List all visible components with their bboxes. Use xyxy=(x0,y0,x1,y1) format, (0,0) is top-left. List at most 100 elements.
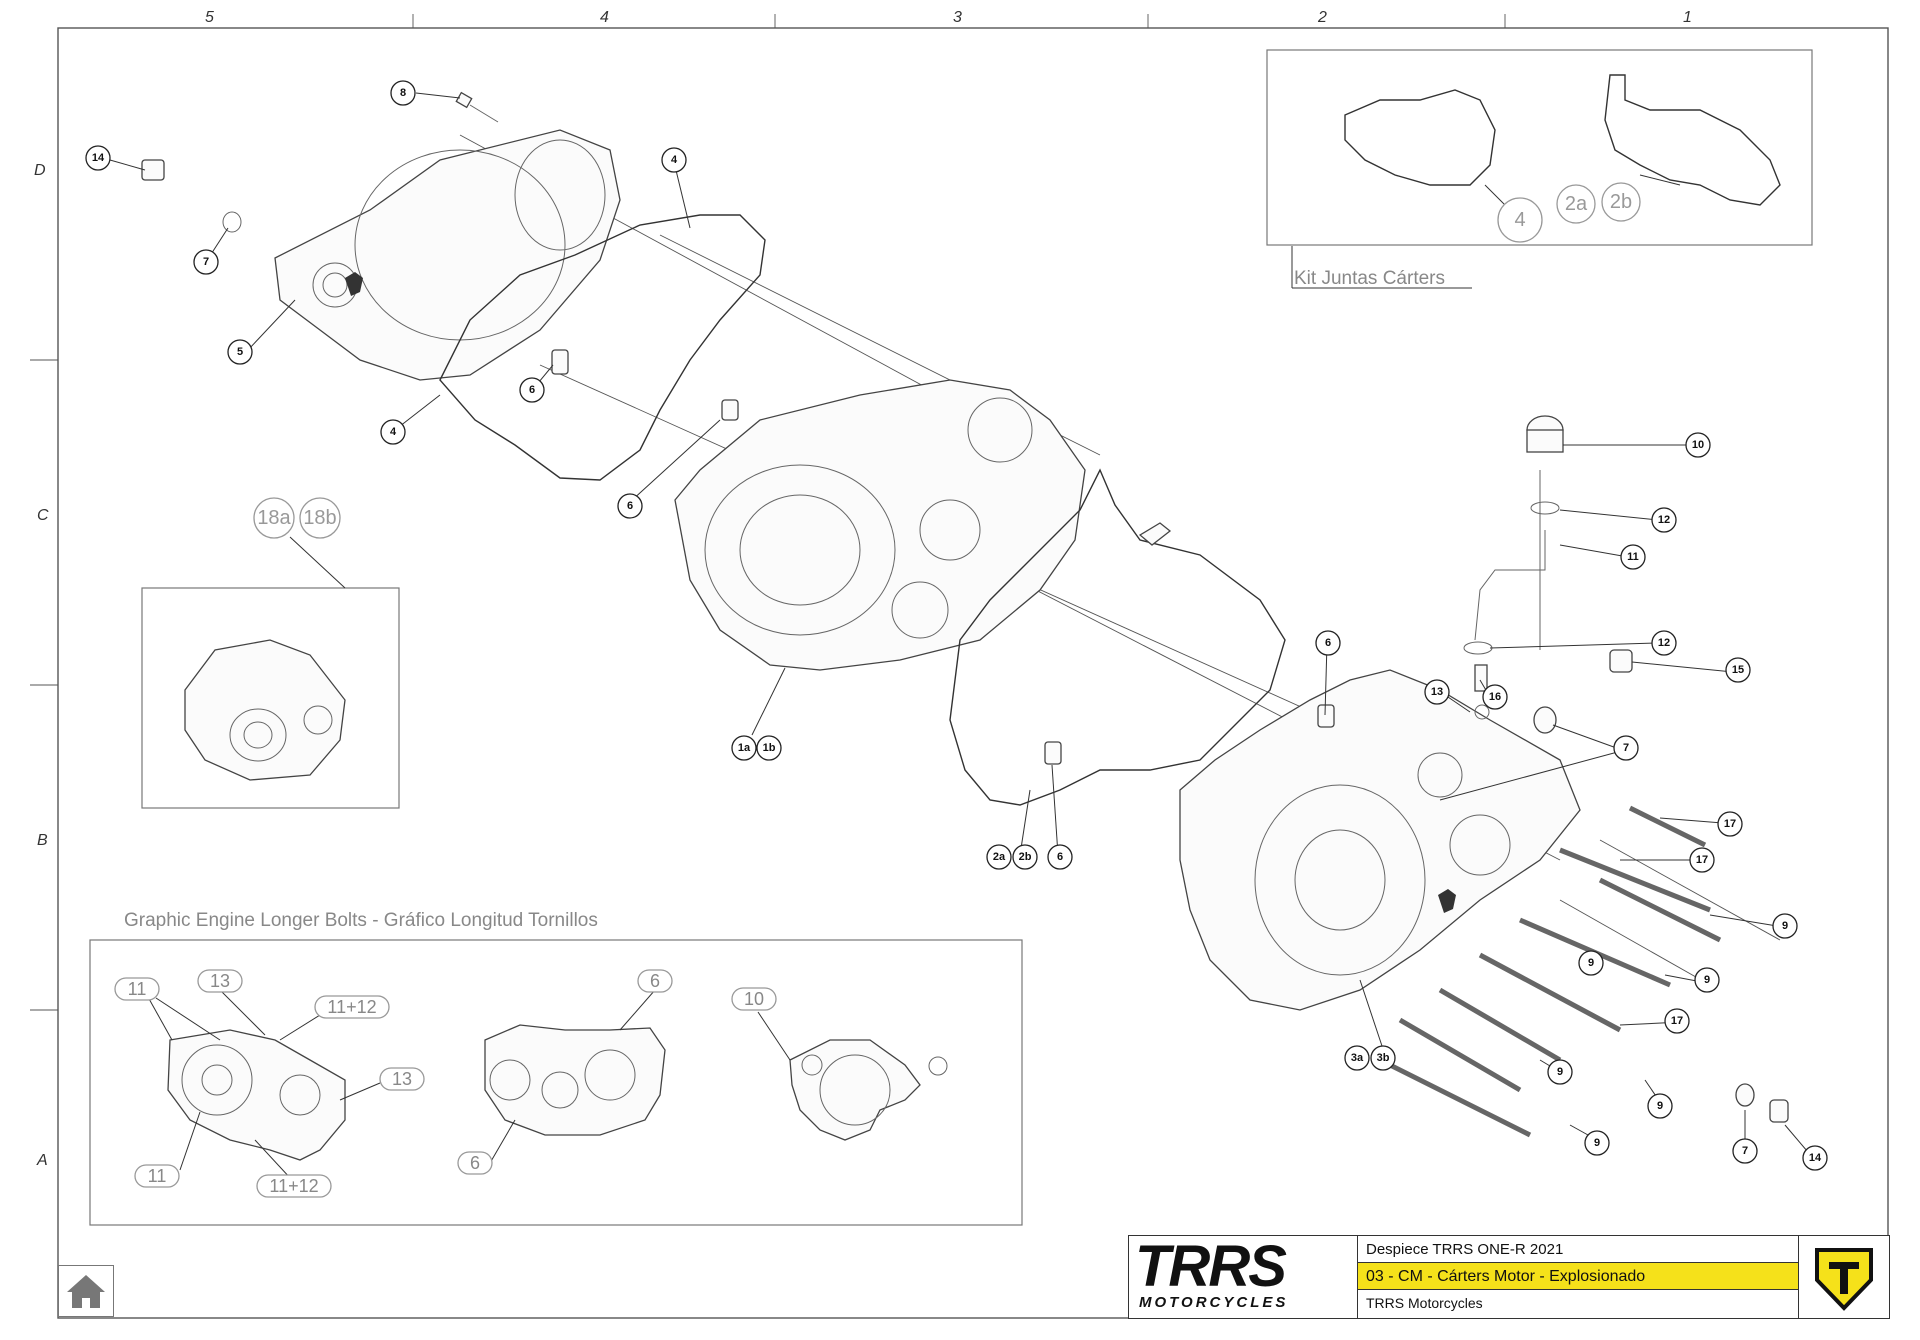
svg-text:1a: 1a xyxy=(738,742,751,754)
oil-hose-assembly xyxy=(1463,415,1633,734)
callout-9: 9 xyxy=(1584,1130,1610,1156)
column-ruler xyxy=(30,14,1506,1011)
svg-text:2a: 2a xyxy=(993,851,1006,863)
callout-8: 8 xyxy=(390,80,416,106)
callout-9: 9 xyxy=(1694,967,1720,993)
callout-7: 7 xyxy=(193,249,219,275)
clip-part xyxy=(1138,522,1172,546)
svg-text:11+12: 11+12 xyxy=(327,997,376,1017)
bolts-label-6: 6 xyxy=(637,969,673,993)
callout-14: 14 xyxy=(1802,1145,1828,1171)
bolts-label-11-12: 11+12 xyxy=(256,1174,332,1198)
assembled-engine-box xyxy=(141,536,400,809)
svg-text:4: 4 xyxy=(1514,209,1525,231)
svg-text:12: 12 xyxy=(1658,637,1670,649)
svg-text:3a: 3a xyxy=(1351,1052,1364,1064)
callout-10: 10 xyxy=(1685,432,1711,458)
svg-text:9: 9 xyxy=(1588,957,1594,969)
column-label: 2 xyxy=(1317,9,1327,26)
column-label: 4 xyxy=(600,9,609,26)
row-label: D xyxy=(34,162,46,179)
bolts-label-6: 6 xyxy=(457,1151,493,1175)
row-label: B xyxy=(37,832,48,849)
trrs-logo: TRRS MOTORCYCLES xyxy=(1129,1236,1358,1318)
callout-3a: 3a xyxy=(1344,1045,1370,1071)
left-crankcase-part xyxy=(674,379,1086,671)
callout-16: 16 xyxy=(1482,684,1508,710)
drawing-subtitle: 03 - CM - Cárters Motor - Explosionado xyxy=(1358,1263,1798,1290)
svg-text:11: 11 xyxy=(148,1166,167,1186)
bolts-label-11-12: 11+12 xyxy=(314,995,390,1019)
kit-label-4: 4 xyxy=(1497,197,1543,243)
callout-4: 4 xyxy=(380,419,406,445)
home-icon xyxy=(67,1275,105,1308)
callout-9: 9 xyxy=(1547,1059,1573,1085)
callout-9: 9 xyxy=(1772,913,1798,939)
bolts-label-10: 10 xyxy=(731,987,777,1011)
svg-text:2b: 2b xyxy=(1019,851,1032,863)
callout-7: 7 xyxy=(1613,735,1639,761)
column-label: 1 xyxy=(1683,9,1692,26)
svg-text:5: 5 xyxy=(237,346,243,358)
callout-17: 17 xyxy=(1689,847,1715,873)
logo-subtitle: MOTORCYCLES xyxy=(1139,1294,1289,1311)
svg-text:17: 17 xyxy=(1696,854,1708,866)
svg-text:1b: 1b xyxy=(763,742,776,754)
callout-17: 17 xyxy=(1717,811,1743,837)
svg-text:8: 8 xyxy=(400,87,406,99)
clutch-cover-part xyxy=(274,129,621,381)
column-label: 5 xyxy=(205,9,214,26)
home-button[interactable] xyxy=(58,1265,114,1317)
svg-text:7: 7 xyxy=(1623,742,1629,754)
svg-text:16: 16 xyxy=(1489,691,1501,703)
callout-6: 6 xyxy=(1047,844,1073,870)
svg-text:10: 10 xyxy=(1692,439,1704,451)
svg-text:17: 17 xyxy=(1724,818,1736,830)
plug-14-part xyxy=(141,159,242,233)
callout-9: 9 xyxy=(1578,950,1604,976)
svg-text:10: 10 xyxy=(744,989,764,1009)
bolt-8-part xyxy=(455,91,499,123)
callout-12: 12 xyxy=(1651,630,1677,656)
svg-text:9: 9 xyxy=(1704,974,1710,986)
kit-label-2a: 2a xyxy=(1556,184,1596,224)
svg-text:2b: 2b xyxy=(1610,191,1632,213)
title-block: TRRS MOTORCYCLES Despiece TRRS ONE-R 202… xyxy=(1128,1235,1890,1319)
right-crankcase-part xyxy=(1179,669,1581,1011)
callout-1a: 1a xyxy=(731,735,757,761)
callout-15: 15 xyxy=(1725,657,1751,683)
svg-text:6: 6 xyxy=(627,500,633,512)
callout-5: 5 xyxy=(227,339,253,365)
callout-6: 6 xyxy=(617,493,643,519)
callout-11: 11 xyxy=(1620,544,1646,570)
svg-text:7: 7 xyxy=(1742,1145,1748,1157)
row-label: C xyxy=(37,507,49,524)
callout-2b: 2b xyxy=(1012,844,1038,870)
svg-text:14: 14 xyxy=(1809,1152,1822,1164)
kit-box-title: Kit Juntas Cárters xyxy=(1294,268,1445,289)
bolts-box-title: Graphic Engine Longer Bolts - Gráfico Lo… xyxy=(124,910,598,931)
assembly-label-18b: 18b xyxy=(299,497,341,539)
dowel-6-part xyxy=(551,349,569,375)
dowel-6-part xyxy=(1317,704,1335,728)
svg-text:9: 9 xyxy=(1557,1066,1563,1078)
longer-bolts-box xyxy=(89,939,1023,1226)
bolts-label-13: 13 xyxy=(379,1067,425,1091)
callout-9: 9 xyxy=(1647,1093,1673,1119)
logo-wordmark: TRRS xyxy=(1135,1234,1287,1299)
bolts-label-11: 11 xyxy=(134,1164,180,1188)
title-info: Despiece TRRS ONE-R 2021 03 - CM - Cárte… xyxy=(1358,1236,1799,1318)
trrs-shield-icon xyxy=(1799,1236,1889,1318)
assembly-label-18a: 18a xyxy=(253,497,295,539)
callout-14: 14 xyxy=(85,145,111,171)
svg-text:13: 13 xyxy=(1431,686,1443,698)
dowel-6-part xyxy=(1044,741,1062,765)
callout-2a: 2a xyxy=(986,844,1012,870)
gasket-4-part xyxy=(439,214,766,481)
callout-17: 17 xyxy=(1664,1008,1690,1034)
callout-13: 13 xyxy=(1424,679,1450,705)
svg-text:6: 6 xyxy=(470,1153,480,1173)
callout-7: 7 xyxy=(1732,1138,1758,1164)
callout-12: 12 xyxy=(1651,507,1677,533)
svg-text:3b: 3b xyxy=(1377,1052,1390,1064)
